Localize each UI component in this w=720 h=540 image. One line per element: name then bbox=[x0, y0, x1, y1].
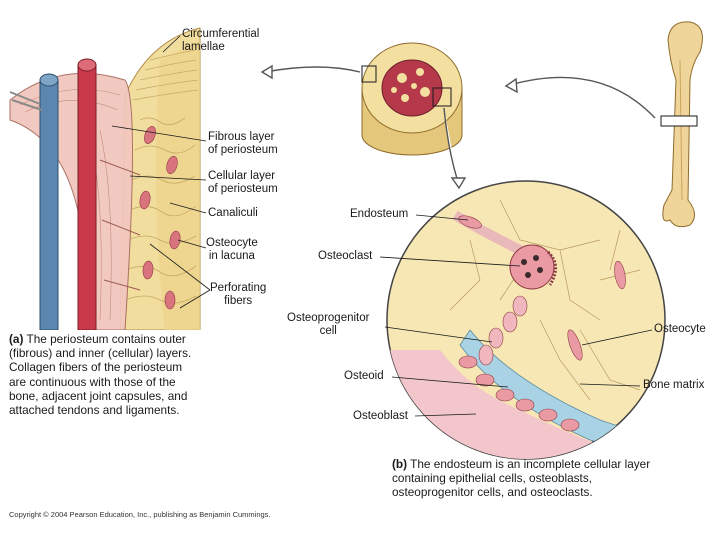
label-circumferential-lamellae: Circumferential lamellae bbox=[182, 28, 260, 53]
osteoclast-cell bbox=[509, 244, 557, 290]
endosteum-magnified-view bbox=[386, 180, 666, 460]
caption-panel-b: (b) The endosteum is an incomplete cellu… bbox=[392, 457, 651, 500]
periosteum-layer bbox=[9, 72, 133, 330]
label-perforating-fibers: Perforating fibers bbox=[210, 282, 267, 307]
label-osteocyte: Osteocyte bbox=[654, 323, 706, 335]
label-bone-matrix: Bone matrix bbox=[643, 379, 705, 391]
label-endosteum: Endosteum bbox=[350, 208, 409, 220]
caption-panel-a: (a) The periosteum contains outer (fibro… bbox=[9, 332, 192, 418]
red-vessel bbox=[77, 64, 97, 330]
periosteum-section-illustration bbox=[9, 27, 201, 330]
label-fibrous-layer: Fibrous layer of periosteum bbox=[208, 131, 278, 156]
label-osteoprogenitor-cell: Osteoprogenitor cell bbox=[287, 312, 370, 337]
blue-vessel bbox=[39, 79, 59, 330]
caption-letter-a: (a) bbox=[9, 332, 24, 346]
humerus-bone bbox=[660, 21, 703, 228]
label-cellular-layer: Cellular layer of periosteum bbox=[208, 170, 278, 195]
label-osteoclast: Osteoclast bbox=[318, 250, 373, 262]
bone-cross-section bbox=[361, 42, 463, 156]
label-osteocyte-in-lacuna: Osteocyte in lacuna bbox=[206, 237, 258, 262]
copyright-notice: Copyright © 2004 Pearson Education, Inc.… bbox=[9, 510, 271, 519]
label-canaliculi: Canaliculi bbox=[208, 207, 258, 219]
label-osteoblast: Osteoblast bbox=[353, 410, 408, 422]
label-osteoid: Osteoid bbox=[344, 370, 384, 382]
caption-letter-b: (b) bbox=[392, 457, 408, 471]
